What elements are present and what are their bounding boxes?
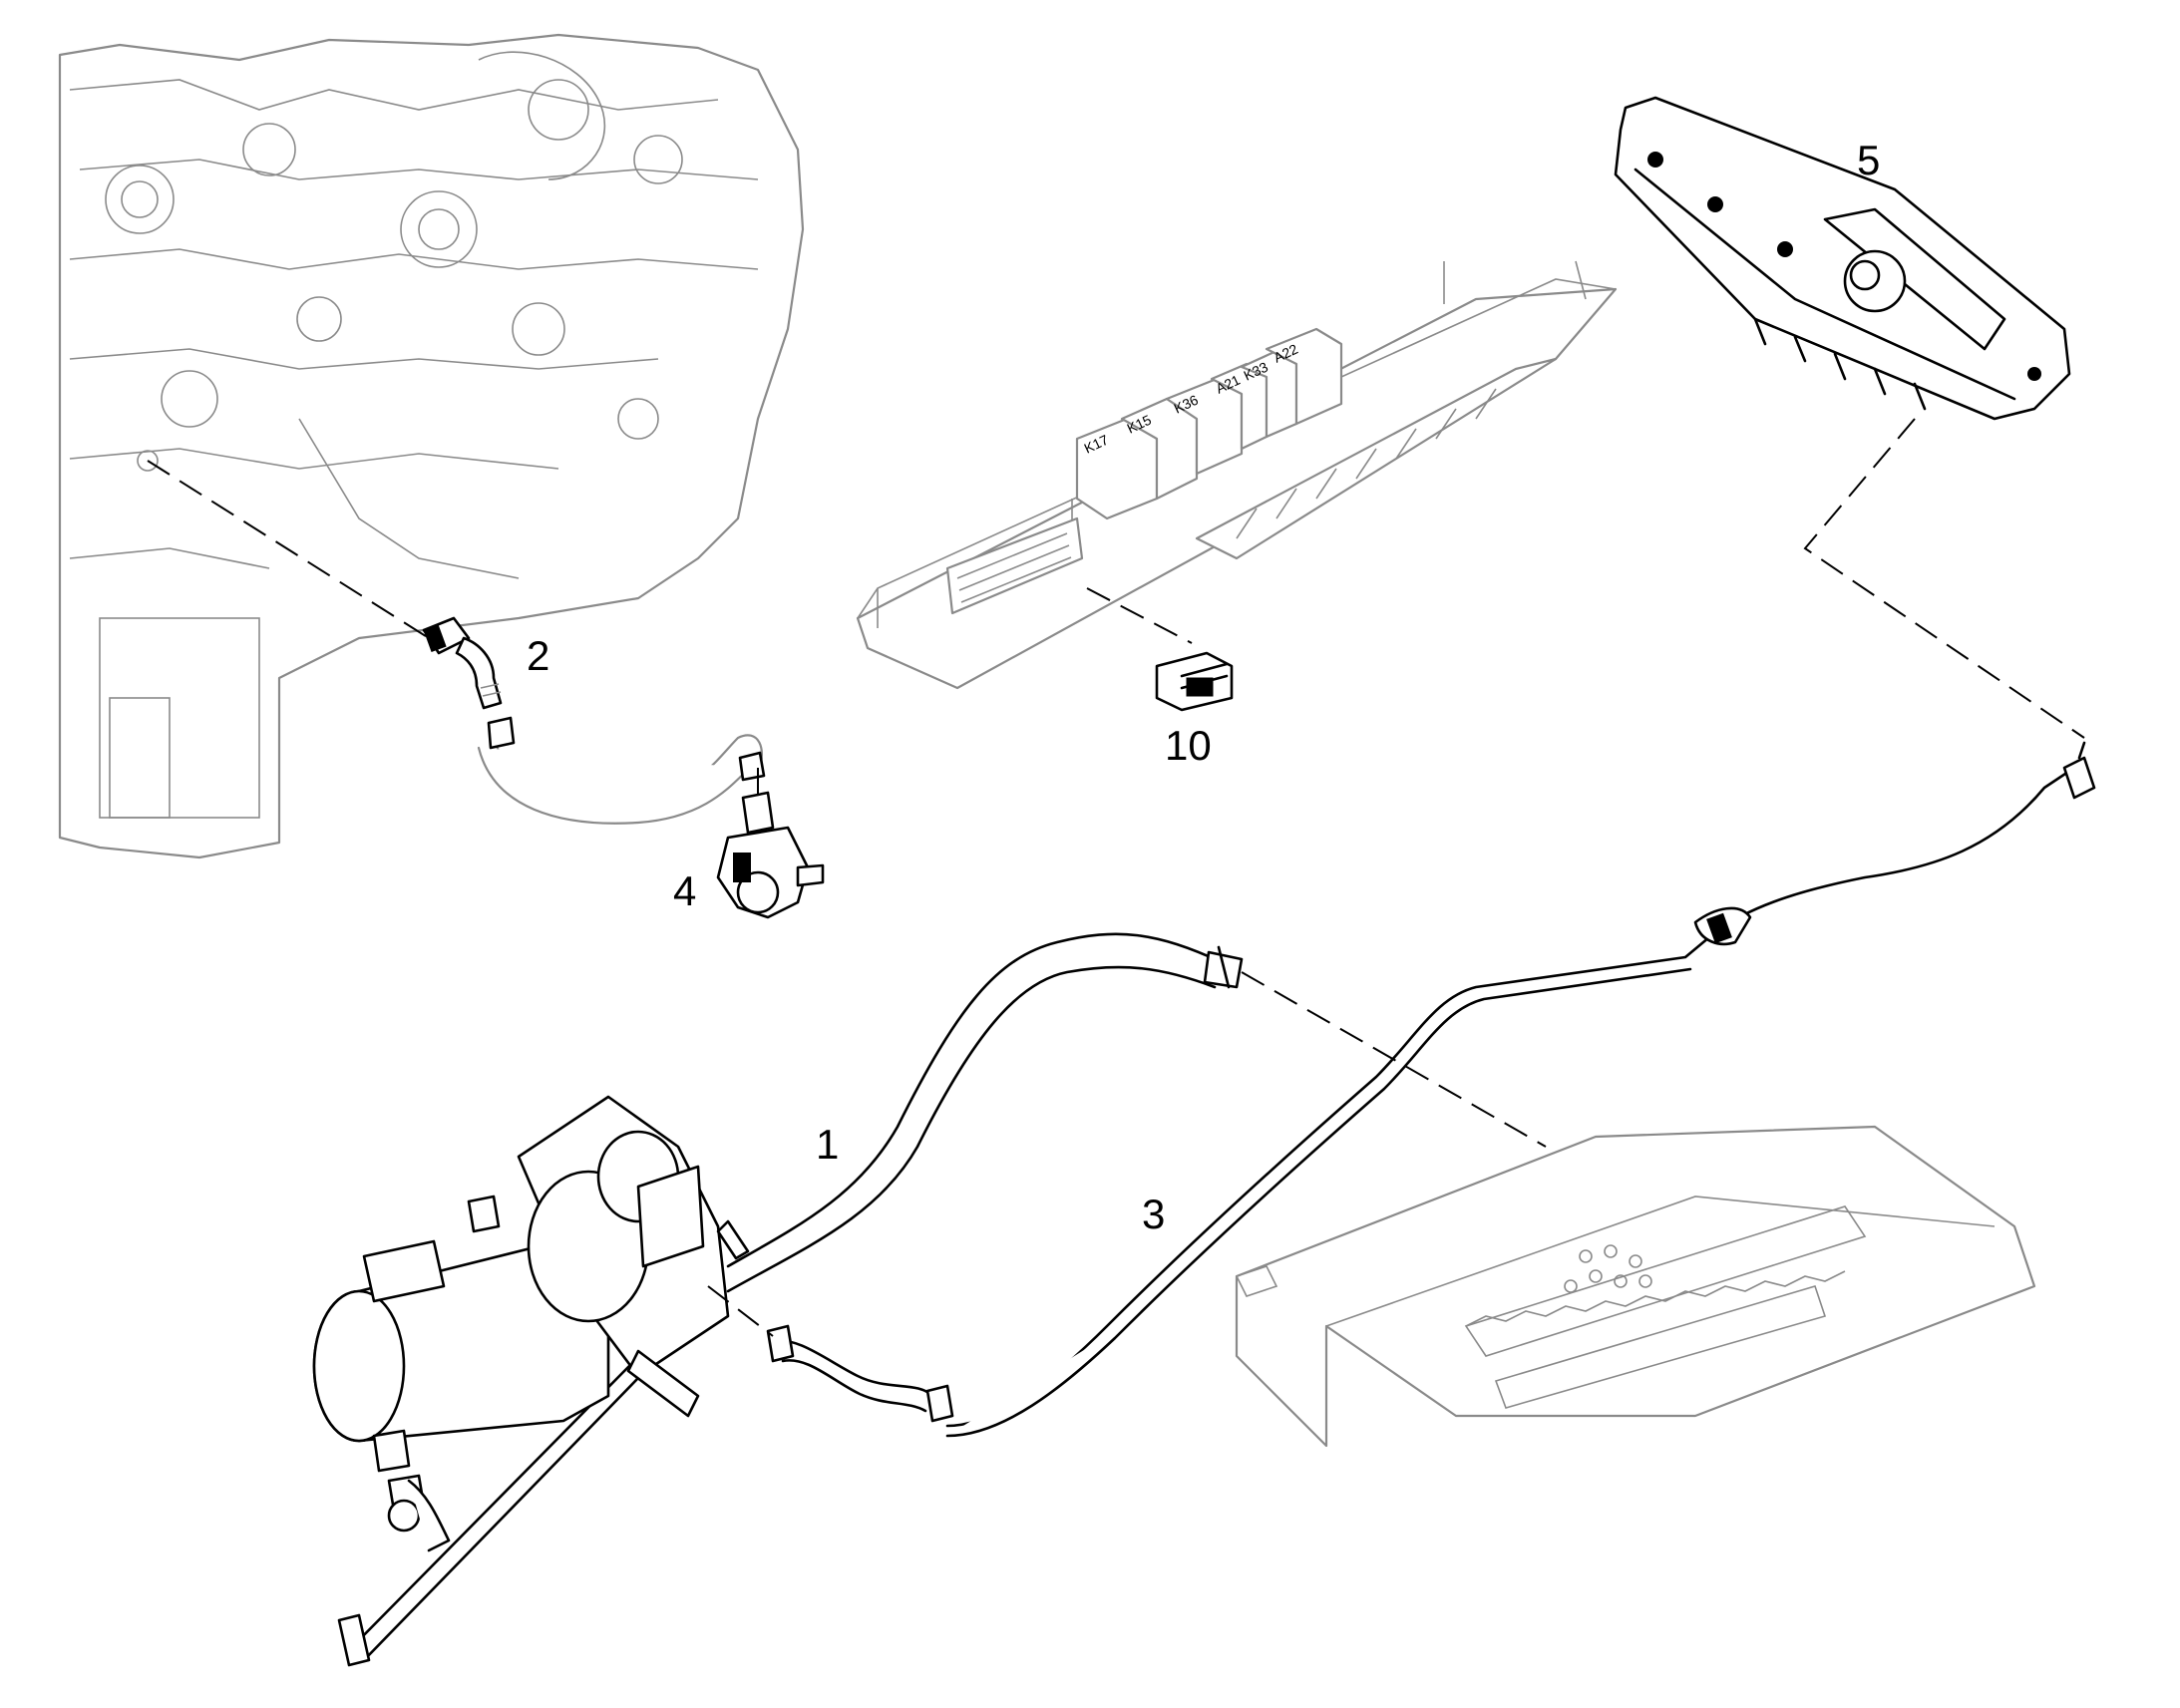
leader-line-3 xyxy=(707,1285,774,1337)
floor-panel-grille xyxy=(1235,1125,2036,1448)
callout-4: 4 xyxy=(673,867,696,914)
relay-group: K17 K15 K36 A21 K33 A22 xyxy=(1075,327,1343,520)
part-10-connector xyxy=(1155,651,1234,712)
callout-3: 3 xyxy=(1142,1191,1165,1237)
part-3-fuel-line xyxy=(766,741,2096,1438)
leader-line-2 xyxy=(147,460,430,639)
callout-5: 5 xyxy=(1857,137,1880,183)
part-2-elbow-fitting xyxy=(422,616,503,710)
leader-lines xyxy=(147,418,2085,1337)
callout-2: 2 xyxy=(527,632,549,679)
part-4-pump xyxy=(716,791,825,919)
leader-line-5 xyxy=(1803,418,2085,739)
part-5-control-unit xyxy=(1614,96,2071,421)
callout-10: 10 xyxy=(1165,722,1212,769)
part-1-coolant-hose xyxy=(726,932,1244,1293)
engine-block xyxy=(58,33,805,859)
heater-unit xyxy=(312,1095,750,1667)
relay-panel: K17 K15 K36 A21 K33 A22 xyxy=(856,260,1618,690)
callouts: 1 2 3 4 5 10 xyxy=(527,137,1880,1237)
leader-line-1 xyxy=(1241,971,1547,1148)
leader-line-10 xyxy=(1086,587,1193,644)
callout-1: 1 xyxy=(816,1121,839,1168)
coolant-hose-upper xyxy=(477,716,766,825)
